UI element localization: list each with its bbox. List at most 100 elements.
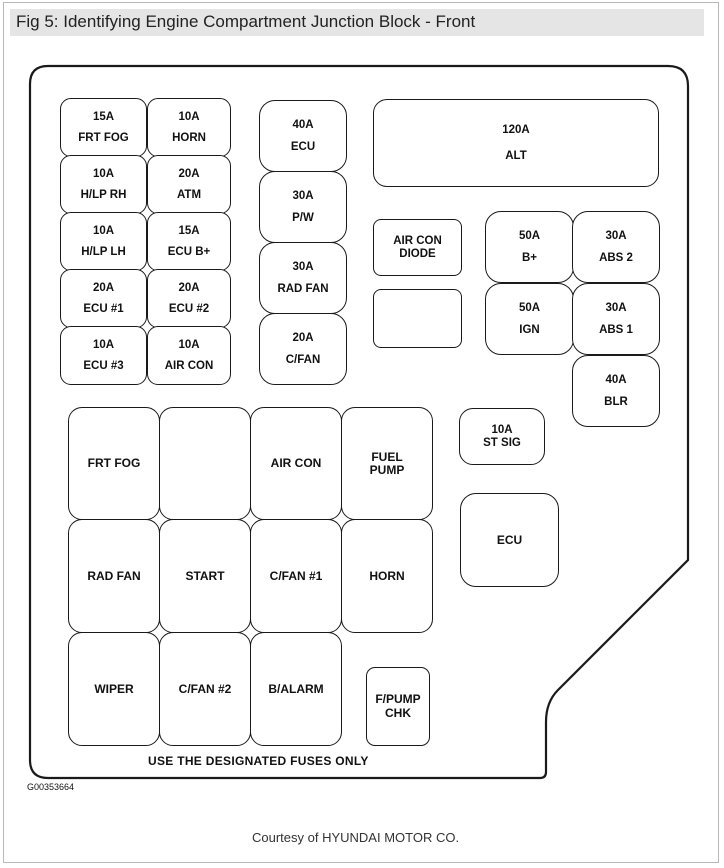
relay-label: WIPER xyxy=(94,681,134,696)
relay-label-line1: FUEL xyxy=(371,449,403,464)
relay-label-line2: PUMP xyxy=(369,462,405,477)
fuse-amp: 10A xyxy=(491,423,513,436)
relay-cfan-2: C/FAN #2 xyxy=(159,632,251,746)
fuse-abs-1: 30A ABS 1 xyxy=(572,283,660,355)
fpump-label-line2: CHK xyxy=(385,706,411,720)
fuse-amp: 20A xyxy=(92,281,115,294)
relay-frt-fog: FRT FOG xyxy=(68,407,160,520)
relay-empty xyxy=(159,407,251,520)
fuse-amp: 10A xyxy=(178,110,200,123)
fuse-label: ABS 1 xyxy=(599,323,633,336)
fuse-label: H/LP RH xyxy=(80,189,127,201)
fuse-label: ECU xyxy=(290,140,316,153)
relay-wiper: WIPER xyxy=(68,632,160,746)
relay-fuel-pump: FUEL PUMP xyxy=(341,407,433,520)
fuse-ecu-2: 20A ECU #2 xyxy=(147,269,231,328)
relay-b-alarm: B/ALARM xyxy=(250,632,342,746)
fuse-st-sig: 10A ST SIG xyxy=(459,408,545,465)
fuse-amp: 15A xyxy=(92,110,115,123)
fuse-air-con: 10A AIR CON xyxy=(147,326,231,385)
fuse-label: ECU #1 xyxy=(83,303,124,315)
designated-fuses-note: USE THE DESIGNATED FUSES ONLY xyxy=(148,754,369,768)
relay-label: HORN xyxy=(369,568,405,583)
fuse-label: BLR xyxy=(604,395,628,408)
fuse-atm: 20A ATM xyxy=(147,155,231,214)
fuse-ecu-40a: 40A ECU xyxy=(259,100,347,172)
fuse-amp: 10A xyxy=(92,338,115,351)
fuse-amp: 20A xyxy=(178,167,200,180)
fuse-cfan: 20A C/FAN xyxy=(259,313,347,385)
relay-cfan-1: C/FAN #1 xyxy=(250,519,342,633)
fuse-amp: 10A xyxy=(178,338,200,351)
title-bar: Fig 5: Identifying Engine Compartment Ju… xyxy=(10,9,704,36)
fuse-label: ABS 2 xyxy=(599,251,633,264)
fuse-amp: 30A xyxy=(292,190,314,203)
fuse-label: ECU #2 xyxy=(168,303,210,315)
fuse-label: HORN xyxy=(172,132,206,144)
air-con-diode: AIR CON DIODE xyxy=(373,219,462,276)
fuse-amp: 10A xyxy=(92,224,115,237)
relay-start: START xyxy=(159,519,251,633)
fuse-frt-fog: 15A FRT FOG xyxy=(60,98,147,157)
fuse-amp: 40A xyxy=(292,119,314,132)
fuse-label: ECU #3 xyxy=(83,360,124,372)
fuse-label: ALT xyxy=(505,149,527,162)
fuse-amp: 50A xyxy=(518,302,541,315)
fuse-ecu-3: 10A ECU #3 xyxy=(60,326,147,385)
fuse-blr: 40A BLR xyxy=(572,355,660,427)
fuse-label: RAD FAN xyxy=(277,282,329,295)
fuse-hlp-rh: 10A H/LP RH xyxy=(60,155,147,214)
fuse-horn: 10A HORN xyxy=(147,98,231,157)
fuse-label: ECU B+ xyxy=(167,246,211,258)
fuse-hlp-lh: 10A H/LP LH xyxy=(60,212,147,271)
relay-rad-fan: RAD FAN xyxy=(68,519,160,633)
fuse-label: P/W xyxy=(292,211,314,224)
fuse-label: ST SIG xyxy=(483,437,521,449)
relay-ecu: ECU xyxy=(460,493,559,587)
fuse-amp: 20A xyxy=(292,332,314,345)
fuse-ign: 50A IGN xyxy=(485,283,574,355)
diode-label-line1: AIR CON xyxy=(393,234,442,247)
fuse-amp: 30A xyxy=(605,230,627,243)
relay-label: B/ALARM xyxy=(268,681,324,696)
diode-label-line2: DIODE xyxy=(399,248,436,260)
fuse-ecu-b-plus: 15A ECU B+ xyxy=(147,212,231,271)
fuse-pw: 30A P/W xyxy=(259,171,347,243)
fuse-b-plus: 50A B+ xyxy=(485,211,574,283)
fuse-alt: 120A ALT xyxy=(373,99,659,187)
relay-label: AIR CON xyxy=(270,456,322,471)
fuse-label: IGN xyxy=(519,323,540,336)
relay-air-con: AIR CON xyxy=(250,407,342,520)
figure-code: G00353664 xyxy=(27,782,75,792)
relay-label: FRT FOG xyxy=(87,456,141,471)
figure-frame xyxy=(3,2,719,863)
fuse-label: H/LP LH xyxy=(81,246,126,258)
fuse-rad-fan: 30A RAD FAN xyxy=(259,242,347,314)
relay-label: C/FAN #1 xyxy=(269,568,323,583)
fuse-label: ATM xyxy=(176,189,202,201)
relay-label: RAD FAN xyxy=(87,568,141,583)
fuse-amp: 30A xyxy=(292,261,314,274)
fuse-amp: 30A xyxy=(605,302,627,315)
fuse-amp: 15A xyxy=(178,224,200,237)
fuse-amp: 10A xyxy=(92,167,115,180)
relay-label: C/FAN #2 xyxy=(178,681,232,696)
fuse-label: AIR CON xyxy=(164,360,214,372)
relay-label: ECU xyxy=(496,532,523,547)
figure-title: Fig 5: Identifying Engine Compartment Ju… xyxy=(16,12,476,31)
fuse-amp: 20A xyxy=(178,281,200,294)
fuse-abs-2: 30A ABS 2 xyxy=(572,211,660,283)
fpump-check: F/PUMP CHK xyxy=(366,667,430,746)
credit-line: Courtesy of HYUNDAI MOTOR CO. xyxy=(252,830,460,845)
fuse-label: B+ xyxy=(521,251,538,264)
empty-slot xyxy=(373,289,462,348)
fuse-amp: 120A xyxy=(502,124,530,137)
relay-horn: HORN xyxy=(341,519,433,633)
fuse-amp: 50A xyxy=(518,230,541,243)
fuse-amp: 40A xyxy=(605,374,627,387)
relay-label: START xyxy=(185,568,225,583)
fpump-label-line1: F/PUMP xyxy=(375,692,421,707)
fuse-ecu-1: 20A ECU #1 xyxy=(60,269,147,328)
fuse-label: C/FAN xyxy=(285,353,321,366)
fuse-label: FRT FOG xyxy=(78,132,129,144)
